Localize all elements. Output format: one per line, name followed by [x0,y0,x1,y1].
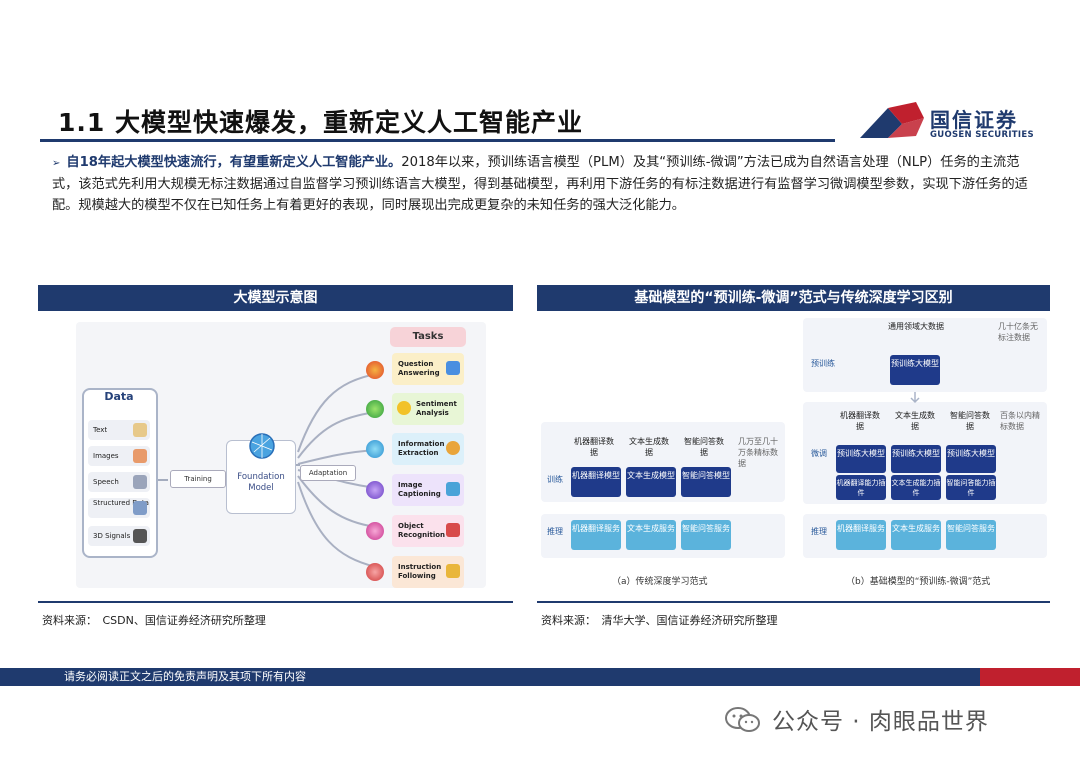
a-infer-label: 推理 [547,527,563,536]
adaptation-label: Adaptation [300,465,356,481]
data-item-3d: 3D Signals [88,526,150,546]
task-image-captioning: Image Captioning [392,474,464,506]
task-orb-icon [366,481,384,499]
b-finetune-note: 百条以内精标数据 [1000,411,1040,431]
b-pretrain-data: 通用领域大数据 [888,322,944,331]
task-label: Object Recognition [398,522,446,539]
task-label: Sentiment Analysis [416,400,457,417]
task-label: Image Captioning [398,481,441,498]
emoji-icon [397,401,411,415]
question-bubble-icon [446,361,460,375]
task-label: Information Extraction [398,440,445,457]
foundation-model-label: Foundation Model [237,472,285,493]
b-task-data-0: 机器翻译数据 [840,411,880,431]
task-instruction-following: Instruction Following [392,556,464,588]
b-task-data-2: 智能问答数据 [950,411,990,431]
tasks-title: Tasks [390,327,466,347]
title-underline [40,139,835,142]
task-orb-icon [366,440,384,458]
table-icon [133,501,147,515]
book-icon [133,423,147,437]
right-panel-rule [537,601,1050,603]
a-task-data-1: 文本生成数据 [629,437,669,457]
right-source: 资料来源： 清华大学、国信证券经济研究所整理 [541,614,778,627]
intro-body: 2018年以来，预训练语言模型（PLM）及其“预训练-微调”方法已成为自然语言处… [52,155,1028,213]
data-item-label: Structured Data [93,499,149,507]
b-infer-service-2: 智能问答服务 [946,520,996,550]
page-title: 1.1 大模型快速爆发，重新定义人工智能产业 [58,108,583,137]
b-finetune-model-2: 预训练大模型 [946,445,996,473]
b-finetune-model-1: 预训练大模型 [891,445,941,473]
a-infer-service-1: 文本生成服务 [626,520,676,550]
footer-disclaimer: 请务必阅读正文之后的免责声明及其项下所有内容 [64,670,306,683]
waveform-icon [133,475,147,489]
task-orb-icon [366,400,384,418]
task-orb-icon [366,361,384,379]
logo-english-name: GUOSEN SECURITIES [930,130,1034,140]
b-infer-label: 推理 [811,527,827,536]
cube-icon [446,523,460,537]
b-finetune-model-0: 预训练大模型 [836,445,886,473]
network-globe-icon [249,433,275,459]
data-item-speech: Speech [88,472,150,492]
data-item-label: 3D Signals [93,532,131,540]
a-caption: （a）传统深度学习范式 [612,577,708,587]
data-title: Data [104,390,134,403]
task-label: Instruction Following [398,563,442,580]
b-pretrain-label: 预训练 [811,359,835,368]
b-pretrain-note: 几十亿条无标注数据 [998,322,1038,342]
a-train-model-1: 文本生成模型 [626,467,676,497]
data-item-label: Speech [93,478,119,486]
footer-bar [0,668,1080,686]
b-task-data-1: 文本生成数据 [895,411,935,431]
a-train-model-0: 机器翻译模型 [571,467,621,497]
b-plugin-1: 文本生成能力插件 [891,475,941,500]
a-infer-service-0: 机器翻译服务 [571,520,621,550]
down-arrow-icon [910,392,920,404]
3d-sensor-icon [133,529,147,543]
map-icon [446,564,460,578]
b-plugin-0: 机器翻译能力插件 [836,475,886,500]
a-data-note: 几万至几十万条精标数据 [738,437,778,468]
data-item-label: Images [93,452,119,460]
logo-chinese-name: 国信证券 [930,108,1018,132]
bullet-arrow-icon: ➢ [52,158,61,169]
magnifier-icon [446,441,460,455]
b-caption: （b）基础模型的“预训练-微调”范式 [846,577,991,587]
task-label: Question Answering [398,360,440,377]
task-question-answering: Question Answering [392,353,464,385]
guosen-logo-icon [860,102,924,138]
task-orb-icon [366,522,384,540]
task-sentiment-analysis: Sentiment Analysis [392,393,464,425]
intro-lead: 自18年起大模型快速流行，有望重新定义人工智能产业。 [66,155,402,170]
watermark-text: 公众号 · 肉眼品世界 [772,709,989,735]
left-source: 资料来源： CSDN、国信证券经济研究所整理 [42,614,266,627]
a-infer-service-2: 智能问答服务 [681,520,731,550]
task-information-extraction: Information Extraction [392,433,464,465]
data-item-structured: Structured Data [88,498,150,518]
a-train-label: 训练 [547,475,563,484]
b-pretrain-model: 预训练大模型 [890,355,940,385]
b-finetune-label: 微调 [811,449,827,458]
b-infer-service-0: 机器翻译服务 [836,520,886,550]
a-train-model-2: 智能问答模型 [681,467,731,497]
right-panel-title: 基础模型的“预训练-微调”范式与传统深度学习区别 [537,285,1050,311]
task-orb-icon [366,563,384,581]
wechat-icon [725,707,760,732]
images-icon [133,449,147,463]
data-item-text: Text [88,420,150,440]
data-item-label: Text [93,426,108,434]
a-task-data-0: 机器翻译数据 [574,437,614,457]
task-object-recognition: Object Recognition [392,515,464,547]
b-infer-service-1: 文本生成服务 [891,520,941,550]
left-panel-rule [38,601,513,603]
picture-icon [446,482,460,496]
footer-accent [980,668,1080,686]
data-item-images: Images [88,446,150,466]
left-panel-title: 大模型示意图 [38,285,513,311]
b-plugin-2: 智能问答能力插件 [946,475,996,500]
a-task-data-2: 智能问答数据 [684,437,724,457]
intro-paragraph: ➢ 自18年起大模型快速流行，有望重新定义人工智能产业。2018年以来，预训练语言… [52,152,1037,216]
training-label: Training [170,470,226,488]
